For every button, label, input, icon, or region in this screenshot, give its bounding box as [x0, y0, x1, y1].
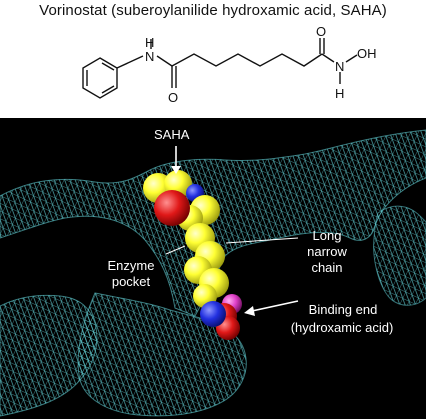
- molecular-render-panel: SAHA Long narrow chain Enzyme pocket Bin…: [0, 118, 426, 419]
- atom-label-amide-n: N: [145, 49, 154, 64]
- saha-label: SAHA: [154, 127, 190, 142]
- atom-label-acid-n: N: [335, 59, 344, 74]
- skeletal-formula: H N O O N OH H: [82, 24, 377, 105]
- carbon-chain: [116, 38, 358, 88]
- page-title: Vorinostat (suberoylanilide hydroxamic a…: [39, 2, 387, 19]
- atom-label-amide-o: O: [168, 90, 178, 105]
- enzyme-pocket-label-line-1: Enzyme: [107, 258, 155, 273]
- atom-oxygen: [154, 190, 190, 226]
- binding-end-label-line-1: Binding end: [308, 302, 378, 317]
- saha-space-filling-model: [143, 170, 242, 340]
- enzyme-binding-scene: [0, 129, 426, 417]
- long-chain-label-line-1: Long: [312, 228, 342, 243]
- atom-label-amide-h: H: [145, 35, 154, 50]
- enzyme-mesh-upper: [0, 129, 426, 317]
- enzyme-mesh-lower: [77, 292, 247, 417]
- benzene-ring: [82, 57, 118, 99]
- atom-label-hydroxyl: OH: [357, 46, 377, 61]
- structure-panel: Vorinostat (suberoylanilide hydroxamic a…: [0, 0, 426, 118]
- long-chain-label-line-3: chain: [311, 260, 343, 275]
- long-chain-pointer: [225, 237, 299, 244]
- enzyme-mesh-right: [373, 205, 426, 306]
- pocket-pointer: [165, 245, 186, 255]
- binding-end-arrow: [244, 300, 299, 316]
- atom-nitrogen: [200, 301, 226, 327]
- binding-end-label-line-2: (hydroxamic acid): [290, 320, 394, 335]
- enzyme-pocket-label-line-2: pocket: [111, 274, 151, 289]
- saha-arrow: [171, 146, 181, 174]
- atom-label-acid-o: O: [316, 24, 326, 39]
- atom-label-acid-h: H: [335, 86, 344, 101]
- long-chain-label-line-2: narrow: [307, 244, 347, 259]
